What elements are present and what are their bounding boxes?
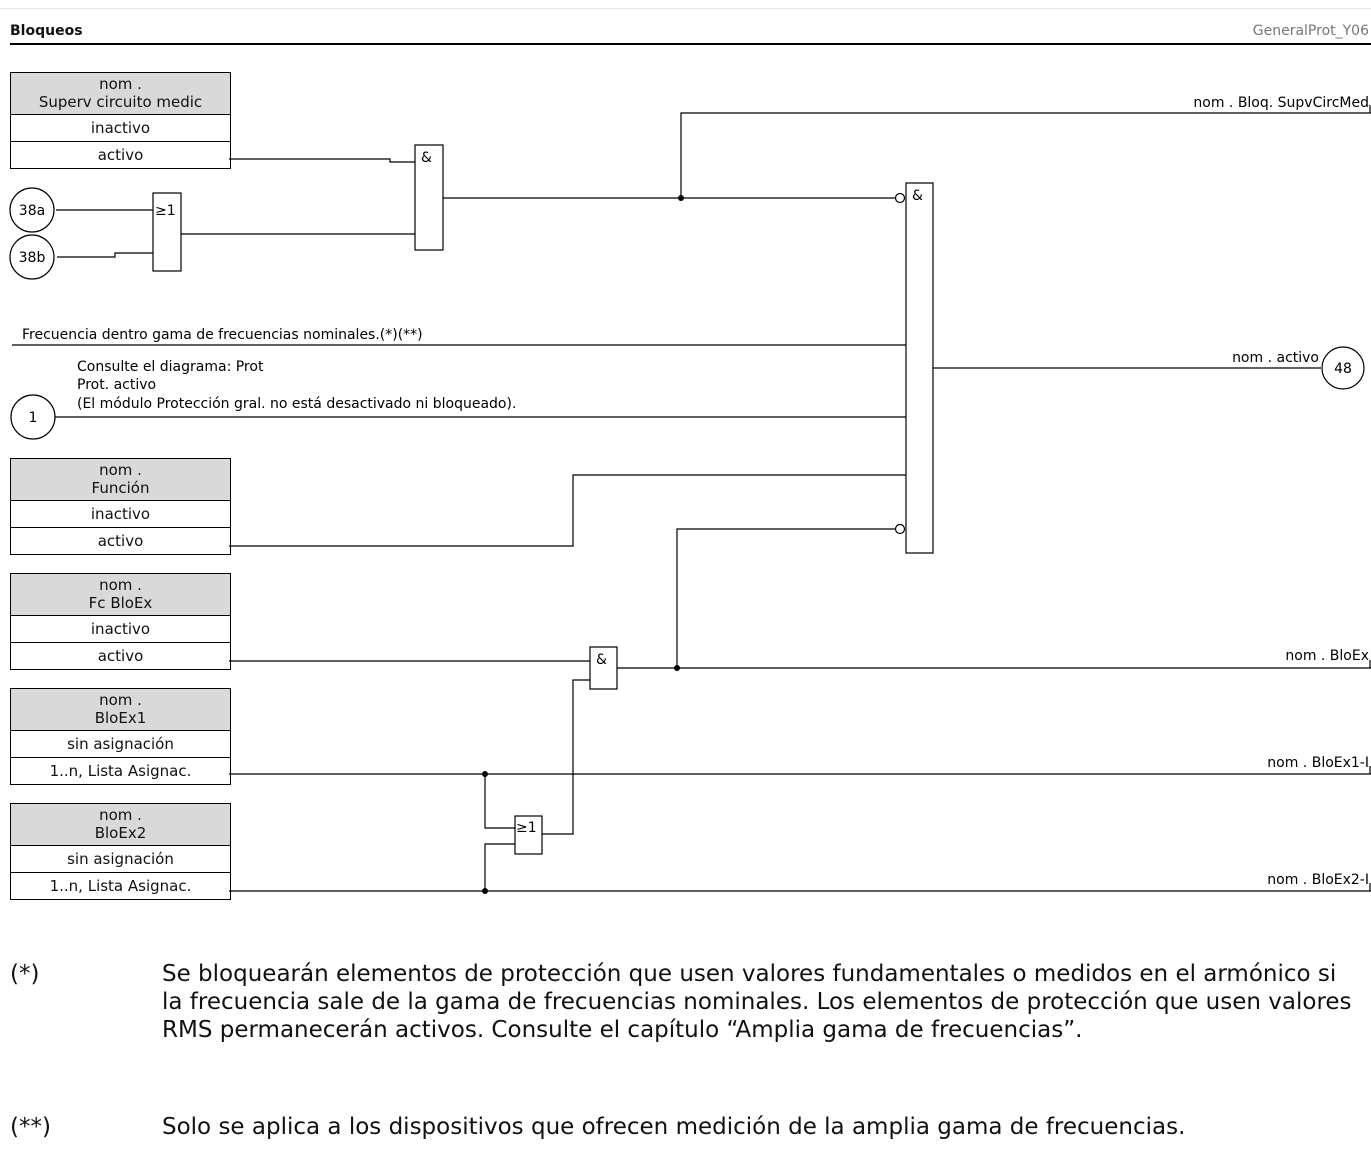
diagram-id: GeneralProt_Y06 (1252, 23, 1369, 39)
option-activo: activo (97, 532, 144, 550)
footnote-marker: (**) (10, 1114, 51, 1140)
connector-38b: 38b (9, 234, 55, 280)
box-header-line2: Fc BloEx (88, 594, 153, 612)
gate-label: & (912, 188, 923, 204)
gate-and-bloex: & (589, 646, 618, 690)
setting-box-supv-circuito: nom . Superv circuito medic inactivo act… (10, 72, 231, 169)
footnote-2: (**) Solo se aplica a los dispositivos q… (10, 1113, 1360, 1145)
option-sin-asignacion: sin asignación (11, 731, 230, 758)
signal-ref-line3: (El módulo Protección gral. no está desa… (77, 396, 516, 412)
box-header: nom . Fc BloEx (11, 574, 230, 616)
box-header-line2: Función (91, 479, 150, 497)
signal-ref-line1: Consulte el diagrama: Prot (77, 359, 264, 375)
gate-label: ≥1 (155, 203, 176, 219)
box-header: nom . Superv circuito medic (11, 73, 230, 115)
top-rule (0, 8, 1371, 9)
connector-label: 1 (29, 410, 38, 426)
box-header-line1: nom . (99, 75, 142, 93)
footnote-text: Se bloquearán elementos de protección qu… (162, 961, 1352, 1043)
output-label-bloex: nom . BloEx (1285, 648, 1369, 664)
footnote-marker: (*) (10, 961, 40, 987)
box-header-line1: nom . (99, 461, 142, 479)
connector-38a: 38a (9, 187, 55, 233)
inversion-bubbles (894, 192, 906, 535)
footnote-1: (*) Se bloquearán elementos de protecció… (10, 960, 1360, 1080)
footnote-text: Solo se aplica a los dispositivos que of… (162, 1114, 1186, 1140)
connector-48: 48 (1321, 346, 1365, 390)
connector-label: 38a (19, 203, 45, 219)
gate-label: & (596, 652, 607, 668)
box-header: nom . BloEx1 (11, 689, 230, 731)
box-header: nom . BloEx2 (11, 804, 230, 846)
connector-label: 48 (1334, 361, 1352, 377)
logic-diagram: & ≥1 & & ≥1 38a 38b 1 48 Frecuencia dent… (9, 95, 1371, 894)
option-inactivo: inactivo (11, 616, 230, 643)
box-header-line1: nom . (99, 576, 142, 594)
option-activo: activo (97, 146, 144, 164)
option-lista-asignac: 1..n, Lista Asignac. (49, 762, 192, 780)
option-inactivo: inactivo (11, 115, 230, 142)
box-header: nom . Función (11, 459, 230, 501)
gate-or-2: ≥1 (514, 815, 543, 855)
option-activo: activo (97, 647, 144, 665)
option-inactivo: inactivo (11, 501, 230, 528)
setting-box-funcion: nom . Función inactivo activo (10, 458, 231, 555)
output-label-activo: nom . activo (1232, 350, 1319, 366)
option-sin-asignacion: sin asignación (11, 846, 230, 873)
box-header-line2: Superv circuito medic (38, 93, 203, 111)
gate-label: ≥1 (516, 820, 537, 836)
wires (12, 105, 1371, 892)
option-lista-asignac: 1..n, Lista Asignac. (49, 877, 192, 895)
junction-dots (482, 195, 684, 894)
output-label-bloex2: nom . BloEx2-I (1267, 872, 1369, 888)
output-label-supv: nom . Bloq. SupvCircMed (1193, 95, 1369, 111)
gate-label: & (421, 150, 432, 166)
gate-and-1: & (414, 144, 444, 251)
signal-ref-line2: Prot. activo (77, 377, 156, 393)
box-header-line2: BloEx2 (94, 824, 147, 842)
setting-box-fc-bloex: nom . Fc BloEx inactivo activo (10, 573, 231, 670)
gate-or-1: ≥1 (152, 192, 182, 272)
box-header-line2: BloEx1 (94, 709, 147, 727)
output-label-bloex1: nom . BloEx1-I (1267, 755, 1369, 771)
connector-label: 38b (19, 250, 46, 266)
connector-1: 1 (10, 394, 56, 440)
diagram-header: Bloqueos GeneralProt_Y06 (10, 22, 1371, 45)
setting-box-bloex2: nom . BloEx2 sin asignación 1..n, Lista … (10, 803, 231, 900)
box-header-line1: nom . (99, 806, 142, 824)
gate-and-main: & (905, 182, 934, 554)
diagram-title: Bloqueos (10, 23, 83, 39)
box-header-line1: nom . (99, 691, 142, 709)
signal-frequency-label: Frecuencia dentro gama de frecuencias no… (22, 327, 423, 343)
setting-box-bloex1: nom . BloEx1 sin asignación 1..n, Lista … (10, 688, 231, 785)
